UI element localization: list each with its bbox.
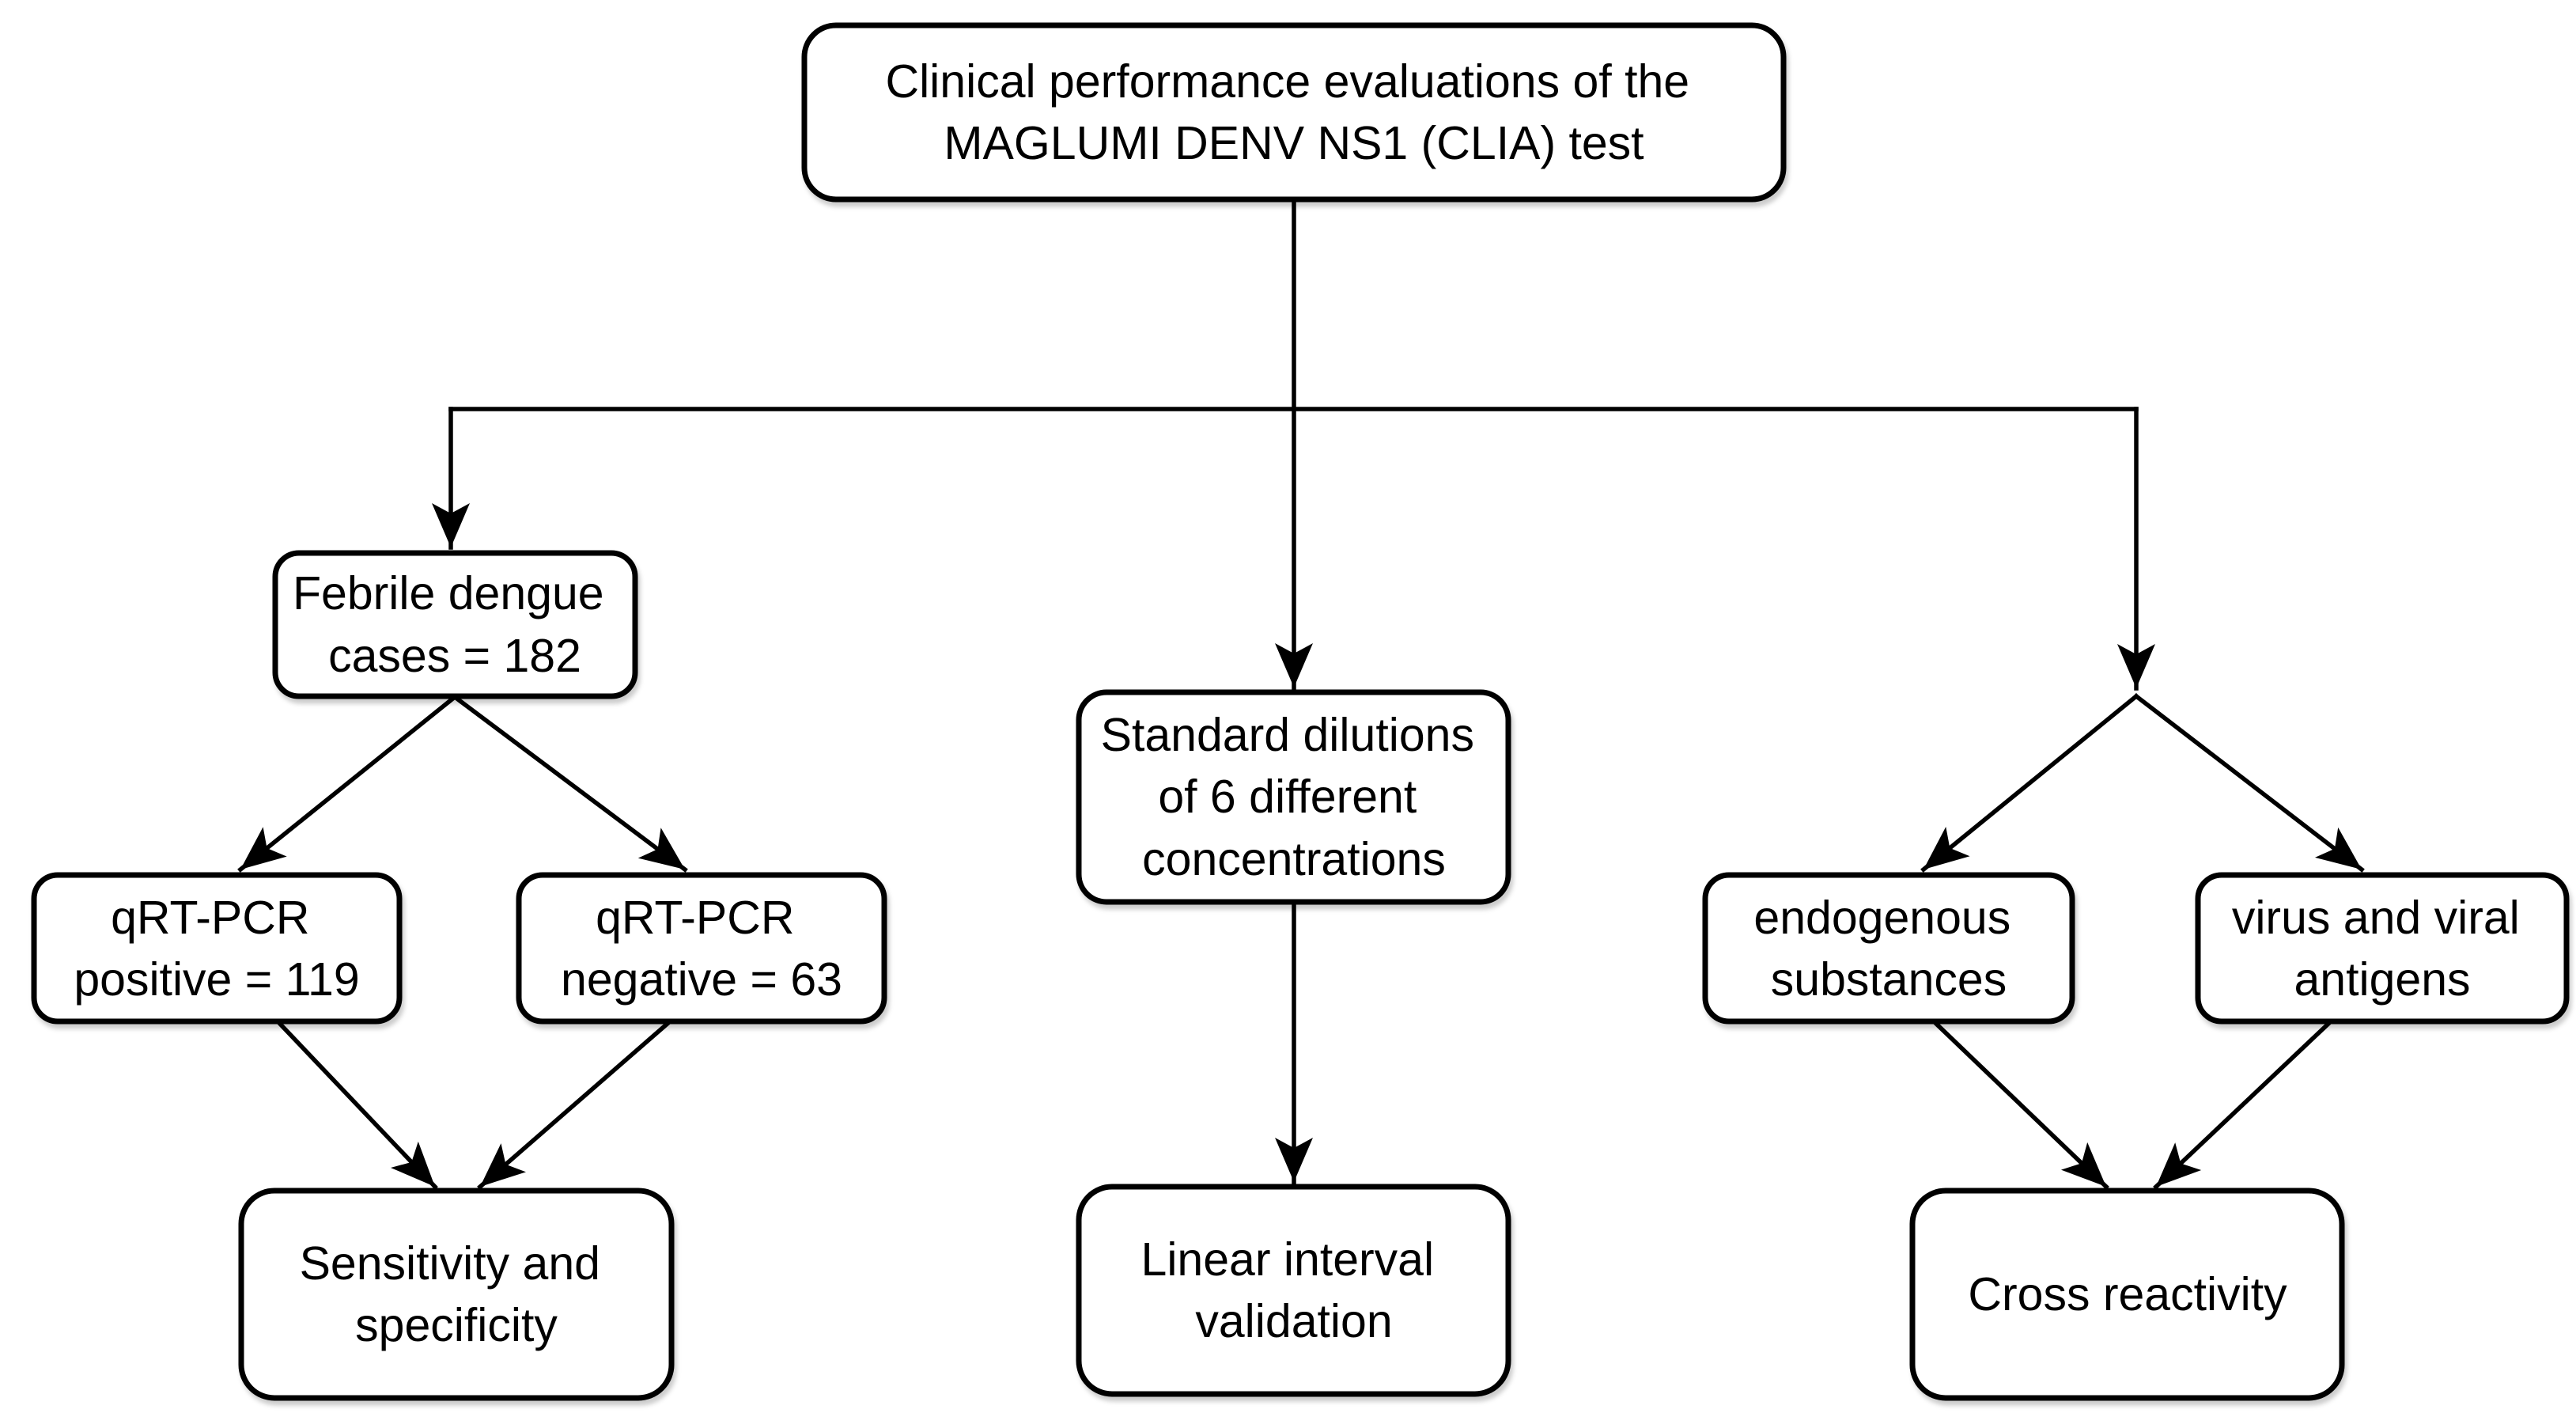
node-pcr-negative: qRT-PCR negative = 63 — [516, 872, 887, 1025]
node-viral-antigens: virus and viral antigens — [2195, 872, 2570, 1025]
node-root-label: Clinical performance evaluations of the … — [885, 40, 1702, 169]
edge-pcr-negative-sensitivity — [477, 1019, 672, 1190]
node-root: Clinical performance evaluations of the … — [801, 22, 1787, 203]
node-pcr-negative-box — [516, 872, 887, 1025]
node-viral-antigens-label: virus and viral antigens — [2232, 876, 2532, 1006]
node-endogenous-substances-label: endogenous substances — [1753, 876, 2023, 1006]
node-standard-dilutions-box — [1076, 689, 1511, 905]
node-standard-dilutions: Standard dilutions of 6 different concen… — [1076, 689, 1511, 905]
node-sensitivity-specificity-label: Sensitivity and specificity — [300, 1222, 614, 1351]
node-pcr-positive: qRT-PCR positive = 119 — [31, 872, 403, 1025]
node-pcr-negative-label: qRT-PCR negative = 63 — [561, 876, 842, 1006]
node-linear-validation: Linear interval validation — [1076, 1184, 1511, 1397]
node-febrile-cases-label: Febrile dengue cases = 182 — [293, 551, 617, 682]
node-pcr-positive-label: qRT-PCR positive = 119 — [74, 876, 359, 1006]
node-standard-dilutions-label: Standard dilutions of 6 different concen… — [1101, 693, 1488, 885]
node-cross-reactivity: Cross reactivity — [1909, 1188, 2345, 1401]
edge-junction-viral — [2133, 693, 2365, 873]
node-cross-reactivity-label: Cross reactivity — [1968, 1268, 2287, 1320]
nodes-layer: Clinical performance evaluations of the … — [31, 22, 2570, 1401]
node-root-box — [801, 22, 1787, 203]
node-febrile-cases-box — [272, 550, 638, 699]
edge-febrile-pcr-positive — [237, 694, 458, 873]
node-febrile-cases: Febrile dengue cases = 182 — [272, 550, 638, 699]
node-cross-reactivity-box — [1909, 1188, 2345, 1401]
node-sensitivity-specificity-box — [238, 1188, 675, 1401]
node-sensitivity-specificity: Sensitivity and specificity — [238, 1188, 675, 1401]
edge-pcr-positive-sensitivity — [275, 1019, 438, 1190]
edge-viral-cross — [2153, 1019, 2333, 1190]
edge-endogenous-cross — [1931, 1019, 2109, 1190]
edges-layer — [237, 197, 2365, 1190]
edge-junction-endogenous — [1920, 693, 2139, 873]
node-pcr-positive-box — [31, 872, 403, 1025]
node-linear-validation-box — [1076, 1184, 1511, 1397]
node-viral-antigens-box — [2195, 872, 2570, 1025]
node-linear-validation-label: Linear interval validation — [1141, 1218, 1447, 1347]
edge-febrile-pcr-negative — [452, 694, 688, 873]
node-endogenous-substances: endogenous substances — [1702, 872, 2075, 1025]
node-endogenous-substances-box — [1702, 872, 2075, 1025]
